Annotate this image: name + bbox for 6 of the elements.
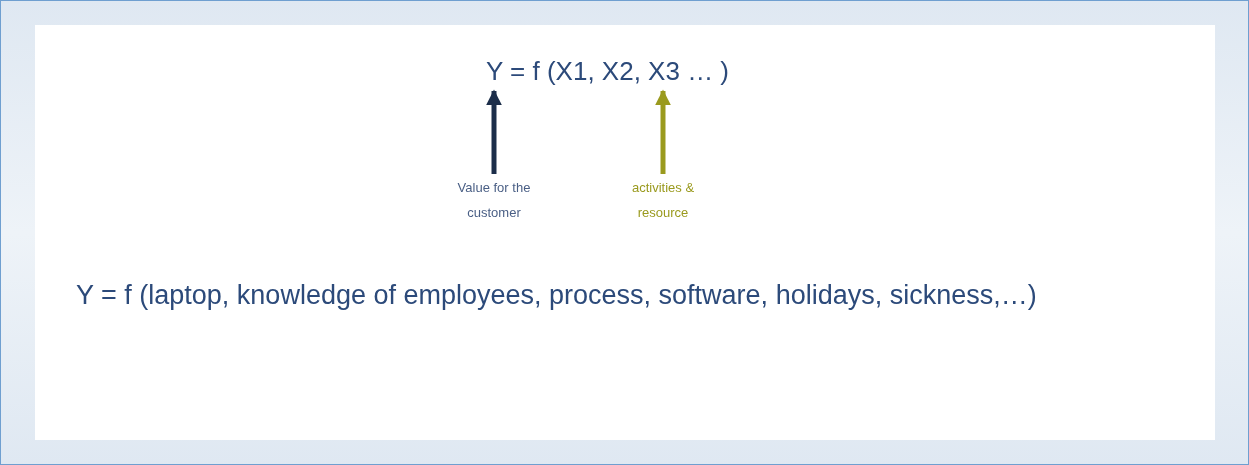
arrow: [655, 89, 671, 174]
annotation-text: Value for the customer: [438, 176, 550, 226]
annotation-text: activities & resource: [608, 176, 718, 226]
arrow: [486, 89, 502, 174]
formula-text: Y = f (X1, X2, X3 … ): [486, 56, 729, 87]
formula-text: Y = f (laptop, knowledge of employees, process, software, holidays, sickness,…): [76, 280, 1037, 311]
